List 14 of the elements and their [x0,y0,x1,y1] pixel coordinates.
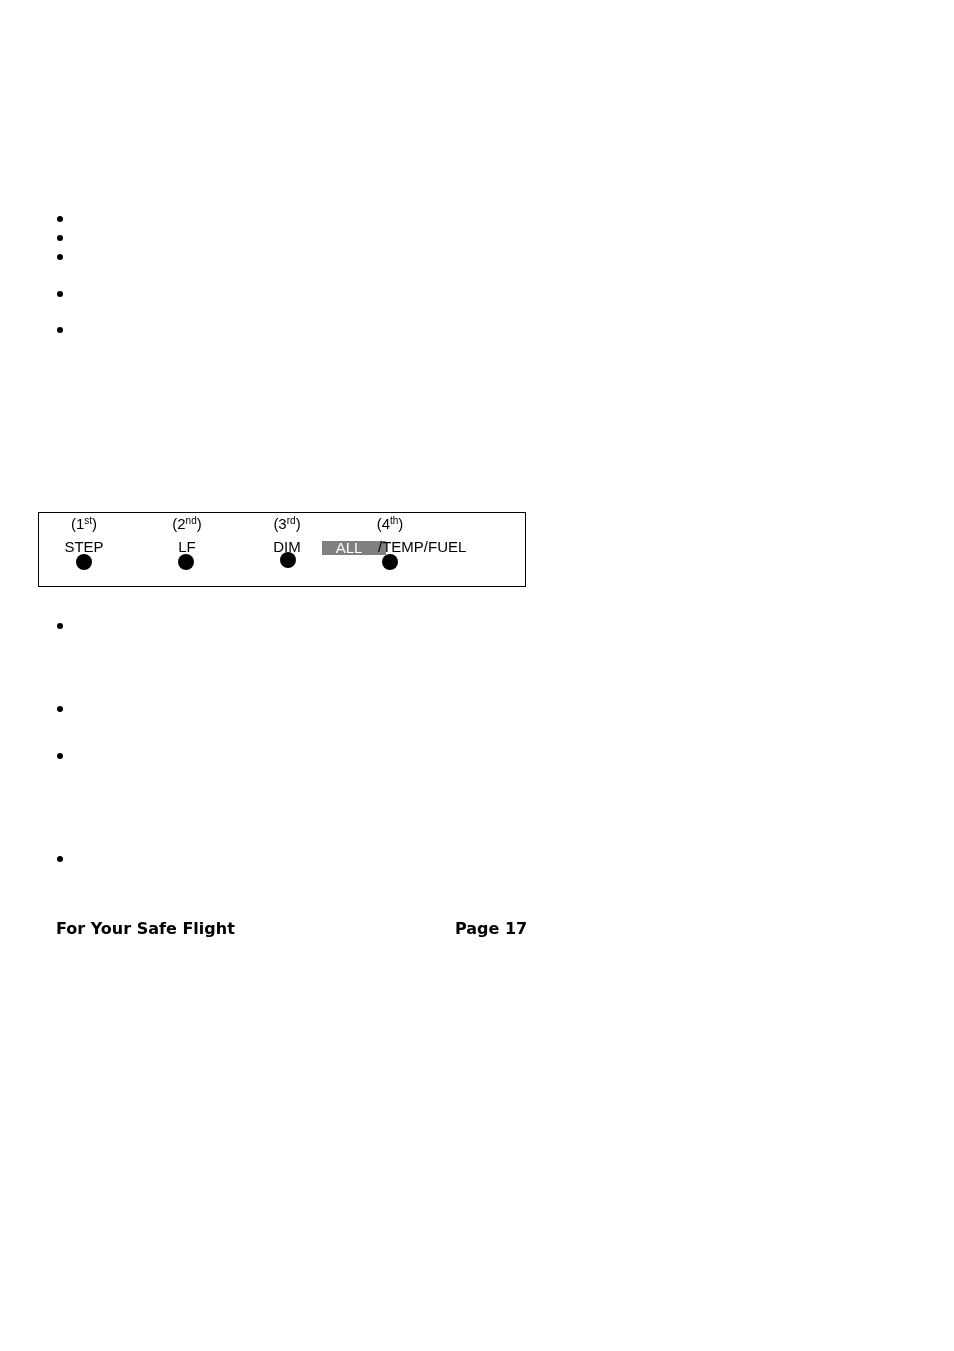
position-number: (2$^{nd}$) [172,516,202,532]
page-number: Page 17 [455,921,528,937]
position-number: (4$^{th}$) [376,516,404,532]
indicator-light [76,554,92,570]
footer-text: For Your Safe Flight [56,921,235,937]
indicator-light [280,552,296,568]
indicator-light [382,554,398,570]
button-label: STEP [64,539,104,555]
indicator-light [178,554,194,570]
button-label: DIM [273,539,301,555]
position-number: (3$^{rd}$) [273,516,301,532]
position-number: (1$^{st}$) [70,516,98,532]
button-label: LF [178,539,196,555]
button-label: /TEMP/FUEL [378,539,467,555]
